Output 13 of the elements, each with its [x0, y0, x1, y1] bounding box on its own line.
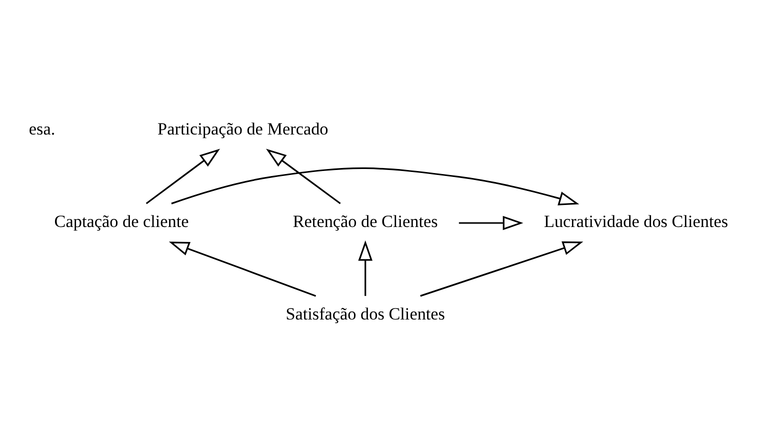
node-text: Lucratividade dos Clientes	[544, 212, 728, 232]
node-text: Retenção de Clientes	[292, 212, 438, 232]
arrow	[458, 216, 524, 230]
label: esa.	[28, 120, 56, 139]
arrow	[146, 148, 220, 204]
node-text: Captação de cliente	[54, 212, 189, 232]
arrow	[420, 241, 584, 297]
node-text: Participação de Mercado	[158, 120, 328, 139]
arrow	[168, 242, 316, 297]
node-text: Satisfação dos Clientes	[286, 304, 445, 324]
arrow	[171, 167, 580, 206]
arrow	[358, 240, 372, 296]
arrow	[266, 148, 341, 204]
